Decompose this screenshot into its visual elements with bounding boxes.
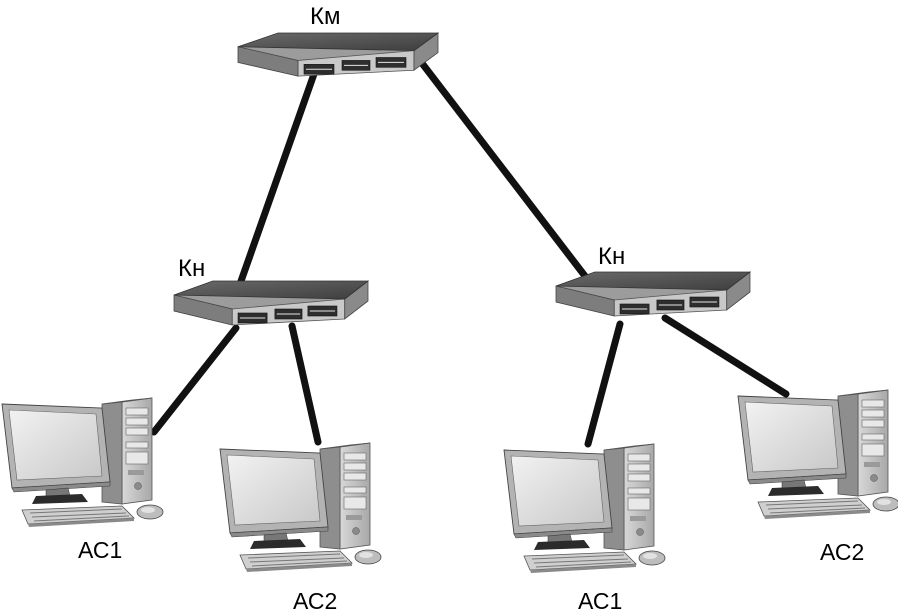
cable-left-switch-to-pc2 — [288, 322, 322, 446]
cable-right-switch-to-pc2 — [661, 314, 790, 398]
right-pc1-label: АС1 — [578, 588, 622, 613]
cables — [150, 54, 790, 448]
right-pc2-workstation-icon — [737, 389, 898, 520]
main-switch-label: Км — [310, 3, 340, 30]
left-pc1-label: АС1 — [78, 537, 122, 563]
cable-left-switch-to-pc1 — [150, 324, 240, 436]
cable-right-switch-to-pc1 — [584, 320, 624, 448]
right-pc2-label: АС2 — [820, 539, 864, 565]
left-pc2-label: АС2 — [293, 588, 337, 613]
main-switch-icon — [237, 32, 439, 77]
left-pc1-workstation-icon — [1, 397, 164, 528]
cable-main-to-left-switch — [236, 70, 318, 288]
left-switch-icon — [173, 280, 369, 326]
left-switch-label: Кн — [178, 255, 205, 282]
right-switch-label: Кн — [598, 243, 625, 270]
cable-main-to-right-switch — [414, 54, 592, 284]
right-pc1-workstation-icon — [503, 443, 666, 574]
left-pc2-workstation-icon — [219, 442, 382, 573]
right-switch-icon — [555, 271, 751, 317]
